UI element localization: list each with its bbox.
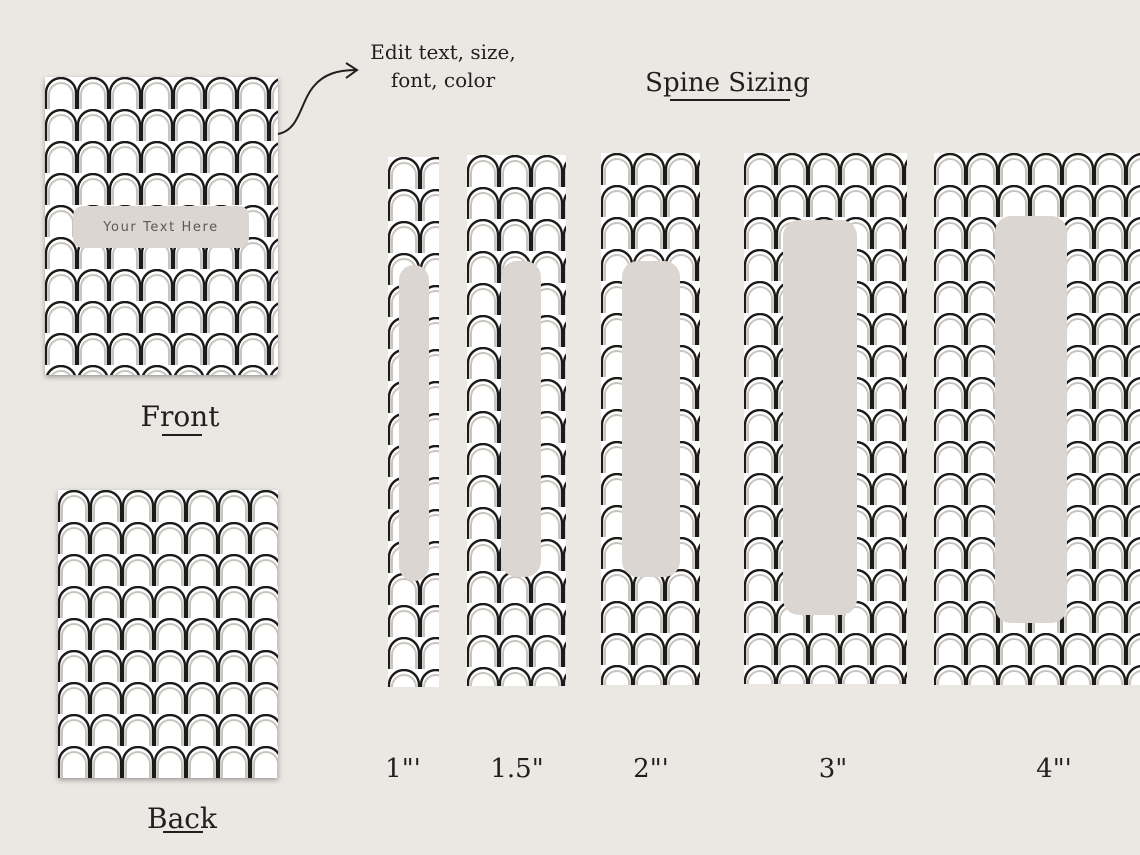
spine-1in xyxy=(388,157,439,687)
spine-3in xyxy=(744,153,907,684)
front-label: Front xyxy=(140,400,220,433)
spine-label-3in: 3" xyxy=(818,754,848,784)
edit-instructions-line-1: Edit text, size, xyxy=(370,40,516,64)
spine-3in-text-area[interactable] xyxy=(783,220,857,615)
spine-4in-text-area[interactable] xyxy=(995,216,1067,623)
spine-label-4in: 4"' xyxy=(1036,754,1072,784)
front-label-underline xyxy=(162,434,202,436)
spine-label-1-5in: 1.5" xyxy=(490,754,544,784)
back-label-underline xyxy=(163,831,203,833)
spine-sizing-title: Spine Sizing xyxy=(645,68,810,98)
spine-1-5in xyxy=(467,155,566,686)
spine-sizing-title-underline xyxy=(670,99,790,101)
curved-arrow-icon xyxy=(277,62,359,135)
edit-instructions: Edit text, size, font, color xyxy=(358,38,528,94)
spine-2in-text-area[interactable] xyxy=(622,261,680,577)
spine-label-2in: 2"' xyxy=(633,754,669,784)
spine-1-5in-text-area[interactable] xyxy=(501,261,541,577)
front-title-text[interactable]: Your Text Here xyxy=(73,206,249,248)
spine-label-1in: 1"' xyxy=(385,754,421,784)
edit-instructions-line-2: font, color xyxy=(390,68,496,92)
back-label: Back xyxy=(147,802,217,835)
back-cover-preview xyxy=(58,490,278,778)
spine-1in-text-area[interactable] xyxy=(399,265,429,581)
spine-2in xyxy=(601,153,700,685)
spine-4in xyxy=(934,153,1140,685)
front-cover-preview: Your Text Here xyxy=(45,77,278,375)
